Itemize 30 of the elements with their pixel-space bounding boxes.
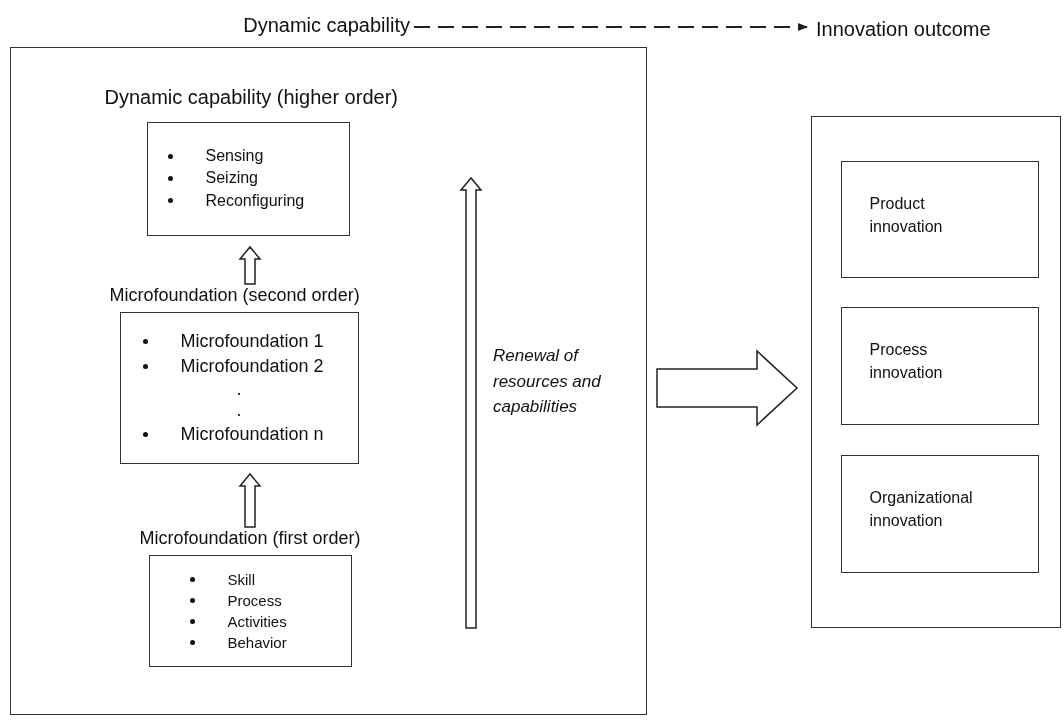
bullet-item: Behavior [227,633,287,651]
outcome-label: Product innovation [869,193,944,237]
block-arrow [656,349,799,427]
bullet-item: Seizing [205,169,258,187]
outcome-box [840,454,1039,573]
group-frame [10,47,647,715]
block-arrow [238,245,262,285]
block-arrow [238,472,262,528]
bullet-item: Activities [227,612,287,630]
box-heading: Microfoundation (first order) [139,526,361,550]
bullet-item: Microfoundation 1 [180,330,324,351]
outcome-label: Organizational innovation [869,487,974,531]
node-label: Innovation outcome [815,17,992,42]
bullet-item: Process [227,591,282,609]
outcome-box [840,306,1039,425]
outcome-label: Process innovation [869,339,944,383]
box-heading: Dynamic capability (higher order) [104,84,398,110]
bullet-item: Reconfiguring [205,191,305,209]
outcome-box [840,160,1039,278]
group-frame [811,116,1061,628]
bullet-item: Skill [227,570,255,588]
ellipsis-dot: . [235,400,243,423]
dashed-arrow [413,23,808,31]
bullet-item: Microfoundation n [180,424,324,445]
node-label: Dynamic capability [242,13,410,38]
bullet-item: Microfoundation 2 [180,355,324,376]
bullet-item: Sensing [205,146,264,164]
ellipsis-dot: . [235,378,243,401]
note-text: Renewal of resources and capabilities [493,345,602,418]
box-heading: Microfoundation (second order) [109,283,360,307]
